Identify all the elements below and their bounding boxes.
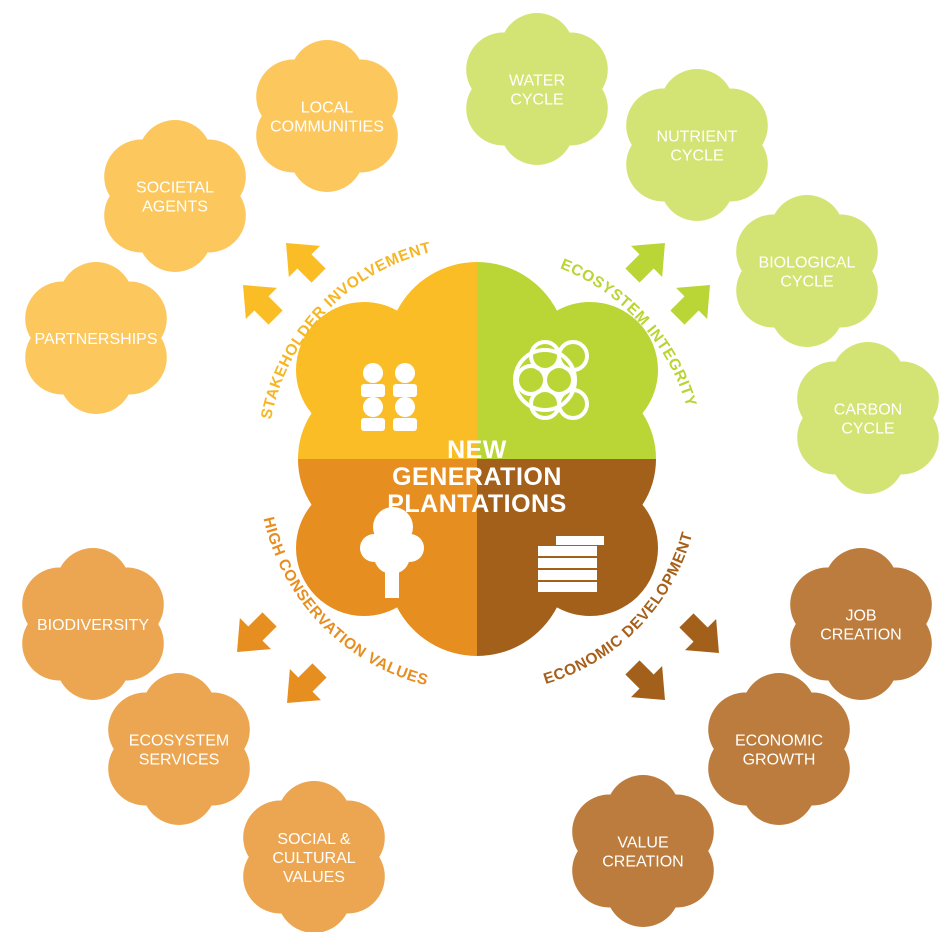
people-icon — [361, 363, 417, 431]
arrows — [237, 243, 719, 703]
cloud-nutrient-cycle: NUTRIENT CYCLE — [626, 69, 768, 221]
cloud-label-line: VALUE — [617, 835, 668, 852]
conservation-arrow-lower — [287, 663, 327, 703]
cloud-label-line: WATER — [509, 73, 565, 90]
cloud-label-line: PARTNERSHIPS — [35, 331, 158, 348]
stakeholder-arrow-lower — [243, 285, 283, 325]
cloud-label-line: LOCAL — [301, 100, 354, 117]
cloud-label-line: JOB — [845, 608, 876, 625]
cloud-social-cultural-values: SOCIAL & CULTURAL VALUES — [243, 781, 385, 932]
center-title-line-1: NEW — [447, 436, 507, 464]
cloud-label-line: CYCLE — [670, 148, 723, 165]
cloud-biological-cycle: BIOLOGICAL CYCLE — [736, 195, 878, 347]
cloud-ecosystem-services: ECOSYSTEM SERVICES — [108, 673, 250, 825]
cloud-label-line: SERVICES — [139, 752, 220, 769]
cloud-label-line: AGENTS — [142, 199, 208, 216]
cloud-societal-agents: SOCIETAL AGENTS — [104, 120, 246, 272]
cloud-label-line: VALUES — [283, 869, 345, 886]
cloud-biodiversity: BIODIVERSITY — [22, 548, 164, 700]
cloud-label-line: CARBON — [834, 402, 902, 419]
cloud-label-line: ECOSYSTEM — [129, 733, 229, 750]
cloud-label-line: GROWTH — [743, 752, 816, 769]
cloud-water-cycle: WATER CYCLE — [466, 13, 608, 165]
cloud-local-communities: LOCAL COMMUNITIES — [256, 40, 398, 192]
cloud-label-line: CREATION — [602, 854, 683, 871]
economic-arrow-lower — [625, 660, 665, 700]
cloud-label-line: NUTRIENT — [657, 129, 738, 146]
cloud-label-line: SOCIAL & — [277, 831, 351, 848]
cloud-label-line: CULTURAL — [272, 850, 355, 867]
center-title-line-3: PLANTATIONS — [387, 490, 567, 518]
cloud-label-line: SOCIETAL — [136, 180, 214, 197]
cloud-carbon-cycle: CARBON CYCLE — [797, 342, 939, 494]
cloud-partnerships: PARTNERSHIPS — [25, 262, 167, 414]
cloud-value-creation: VALUE CREATION — [572, 775, 714, 927]
ecosystem-arrow-lower — [670, 285, 710, 325]
cloud-label-line: CYCLE — [510, 92, 563, 109]
stakeholder-arrow-upper — [286, 243, 326, 283]
cloud-label-line: COMMUNITIES — [270, 119, 384, 136]
economic-arrow-upper — [679, 613, 719, 653]
center-title: NEW GENERATION PLANTATIONS — [387, 436, 567, 518]
stacked-bars-icon — [538, 536, 604, 592]
quadrant-ecosystem — [477, 262, 658, 459]
center-title-line-2: GENERATION — [392, 463, 562, 491]
outer-clouds: PARTNERSHIPS SOCIETAL AGENTS LOCAL COMMUNITI… — [22, 13, 939, 932]
conservation-arrow-upper — [237, 612, 277, 652]
cloud-job-creation: JOB CREATION — [790, 548, 932, 700]
ecosystem-arrow-upper — [625, 243, 665, 283]
cloud-label-line: BIODIVERSITY — [37, 617, 149, 634]
cloud-label-line: CYCLE — [780, 274, 833, 291]
tree-icon — [360, 507, 424, 598]
cloud-label-line: BIOLOGICAL — [759, 255, 856, 272]
cloud-label-line: CREATION — [820, 627, 901, 644]
cloud-label-line: CYCLE — [841, 421, 894, 438]
cloud-economic-growth: ECONOMIC GROWTH — [708, 673, 850, 825]
cloud-label-line: ECONOMIC — [735, 733, 823, 750]
flower-of-life-icon — [513, 340, 589, 420]
